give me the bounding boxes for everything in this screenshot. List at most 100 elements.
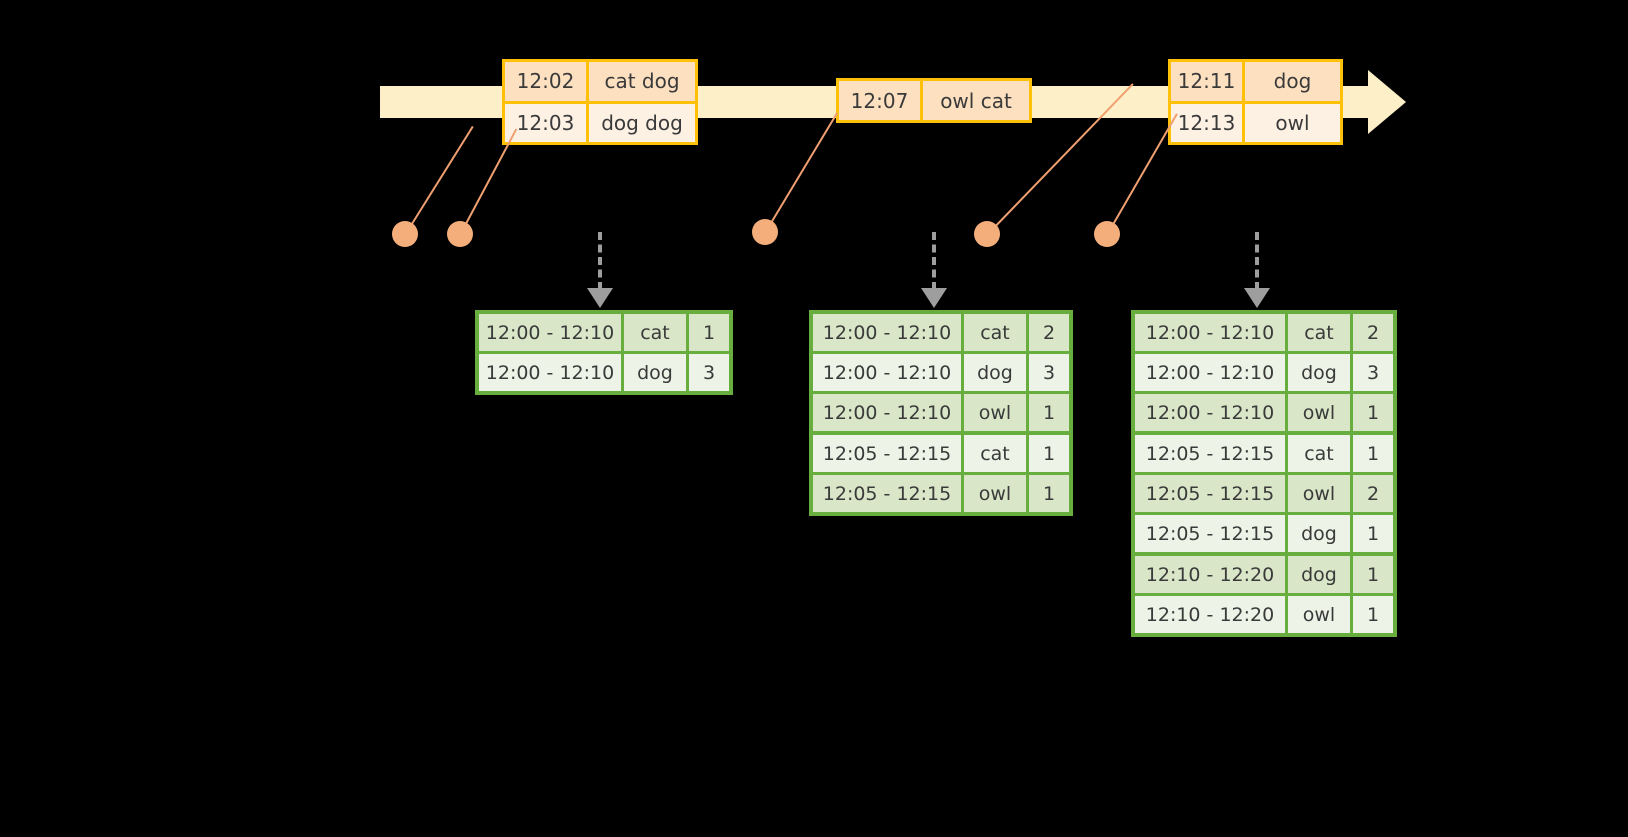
window-cell: 12:00 - 12:10 <box>813 314 961 351</box>
word-cell: cat <box>964 435 1026 472</box>
connector-line <box>459 128 518 236</box>
count-cell: 2 <box>1029 314 1069 351</box>
word-cell: owl <box>964 475 1026 512</box>
count-cell: 2 <box>1353 475 1393 512</box>
window-cell: 12:10 - 12:20 <box>1135 556 1285 593</box>
count-cell: 3 <box>689 354 729 391</box>
window-cell: 12:05 - 12:15 <box>1135 435 1285 472</box>
word-cell: dog <box>1288 354 1350 391</box>
window-cell: 12:00 - 12:10 <box>479 354 621 391</box>
window-group-divider <box>813 431 1069 435</box>
event-timestamp: 12:13 <box>1171 103 1245 142</box>
connector-line <box>404 125 474 236</box>
word-cell: owl <box>1288 394 1350 431</box>
word-cell: dog <box>1288 515 1350 552</box>
window-cell: 12:05 - 12:15 <box>813 435 961 472</box>
word-cell: cat <box>1288 314 1350 351</box>
window-cell: 12:00 - 12:10 <box>479 314 621 351</box>
window-cell: 12:10 - 12:20 <box>1135 596 1285 633</box>
event-marker-dot[interactable] <box>974 221 1000 247</box>
count-cell: 1 <box>1029 435 1069 472</box>
count-cell: 1 <box>1353 435 1393 472</box>
window-cell: 12:00 - 12:10 <box>813 354 961 391</box>
word-cell: cat <box>624 314 686 351</box>
event-marker-dot[interactable] <box>752 219 778 245</box>
word-cell: dog <box>964 354 1026 391</box>
event-group-1[interactable]: 12:02 cat dog 12:03 dog dog <box>502 59 698 145</box>
event-timestamp: 12:02 <box>505 62 589 101</box>
event-words: dog <box>1245 62 1340 101</box>
event-row: 12:03 dog dog <box>505 100 695 142</box>
word-cell: owl <box>1288 596 1350 633</box>
event-marker-dot[interactable] <box>1094 221 1120 247</box>
word-cell: cat <box>1288 435 1350 472</box>
count-cell: 1 <box>1029 475 1069 512</box>
event-row: 12:11 dog <box>1171 62 1340 101</box>
flow-arrow-line <box>932 232 936 290</box>
event-group-3[interactable]: 12:11 dog 12:13 owl <box>1168 59 1343 145</box>
window-group-divider <box>1135 431 1393 435</box>
window-cell: 12:05 - 12:15 <box>813 475 961 512</box>
window-group-divider <box>1135 552 1393 556</box>
count-cell: 3 <box>1353 354 1393 391</box>
count-cell: 1 <box>1353 394 1393 431</box>
count-cell: 1 <box>1029 394 1069 431</box>
count-cell: 1 <box>689 314 729 351</box>
flow-arrow-head-icon <box>1244 288 1270 308</box>
connector-line <box>764 112 838 234</box>
count-cell: 1 <box>1353 596 1393 633</box>
event-marker-dot[interactable] <box>447 221 473 247</box>
flow-arrow-head-icon <box>587 288 613 308</box>
word-cell: owl <box>964 394 1026 431</box>
event-words: owl cat <box>923 81 1029 120</box>
flow-arrow-line <box>598 232 602 290</box>
window-cell: 12:00 - 12:10 <box>1135 394 1285 431</box>
event-words: dog dog <box>589 103 695 142</box>
flow-arrow-line <box>1255 232 1259 290</box>
event-timestamp: 12:03 <box>505 103 589 142</box>
timeline-arrowhead-icon <box>1368 70 1406 134</box>
event-timestamp: 12:11 <box>1171 62 1245 101</box>
event-timestamp: 12:07 <box>839 81 923 120</box>
event-row: 12:07 owl cat <box>839 81 1029 120</box>
word-cell: owl <box>1288 475 1350 512</box>
connector-line <box>1106 113 1178 236</box>
word-cell: dog <box>624 354 686 391</box>
count-cell: 1 <box>1353 515 1393 552</box>
count-cell: 2 <box>1353 314 1393 351</box>
event-words: cat dog <box>589 62 695 101</box>
event-row: 12:02 cat dog <box>505 62 695 101</box>
window-cell: 12:00 - 12:10 <box>1135 314 1285 351</box>
count-cell: 1 <box>1353 556 1393 593</box>
count-cell: 3 <box>1029 354 1069 391</box>
window-cell: 12:05 - 12:15 <box>1135 515 1285 552</box>
word-cell: dog <box>1288 556 1350 593</box>
window-cell: 12:00 - 12:10 <box>813 394 961 431</box>
window-cell: 12:05 - 12:15 <box>1135 475 1285 512</box>
event-group-2[interactable]: 12:07 owl cat <box>836 78 1032 123</box>
word-cell: cat <box>964 314 1026 351</box>
window-cell: 12:00 - 12:10 <box>1135 354 1285 391</box>
event-words: owl <box>1245 103 1340 142</box>
event-marker-dot[interactable] <box>392 221 418 247</box>
flow-arrow-head-icon <box>921 288 947 308</box>
